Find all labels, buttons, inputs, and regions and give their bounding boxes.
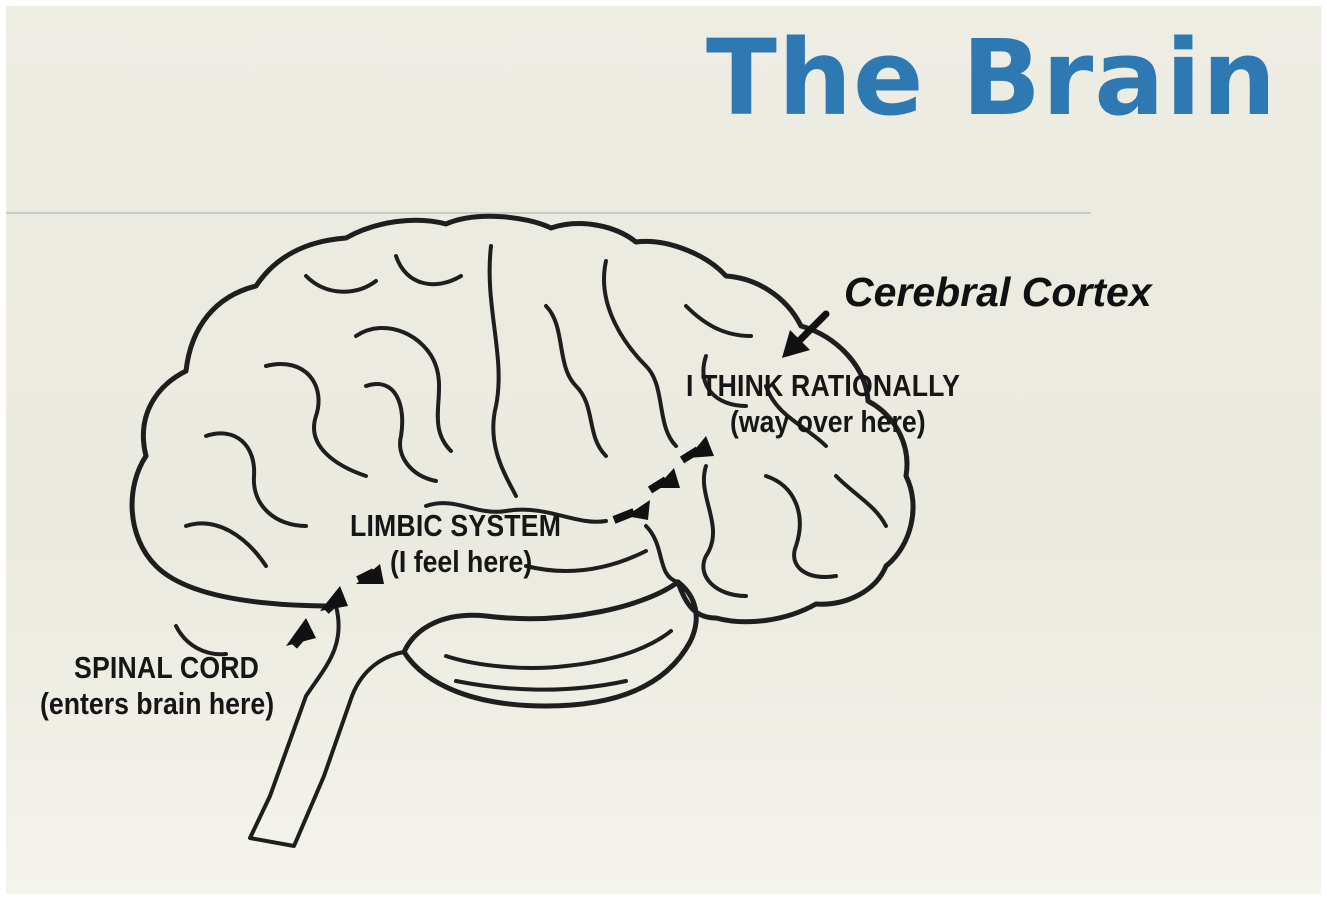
brain-stem-shape — [250, 606, 404, 846]
limbic-label-title: LIMBIC SYSTEM — [350, 508, 561, 544]
limbic-label: LIMBIC SYSTEM (I feel here) — [350, 508, 595, 579]
cortex-label: I THINK RATIONALLY (way over here) — [686, 368, 1005, 439]
limbic-label-sub: (I feel here) — [390, 544, 567, 580]
spinal-label-title: SPINAL CORD — [74, 650, 279, 686]
spinal-label: SPINAL CORD (enters brain here) — [40, 650, 312, 721]
cortex-label-sub: (way over here) — [730, 404, 966, 440]
cortex-label-title: I THINK RATIONALLY — [686, 368, 960, 404]
cerebral-cortex-annotation: Cerebral Cortex — [844, 268, 1152, 317]
spinal-label-sub: (enters brain here) — [40, 686, 274, 722]
slide: The Brain — [6, 6, 1321, 894]
brain-illustration — [6, 6, 1321, 894]
